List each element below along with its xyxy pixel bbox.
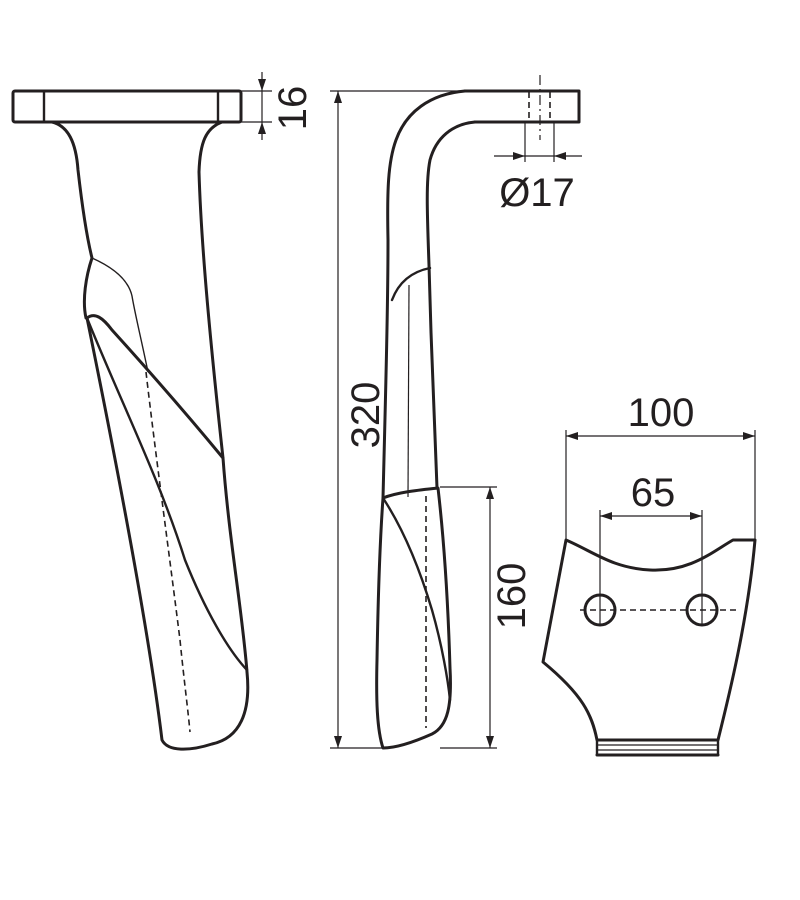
side-shank-inner-line xyxy=(407,284,410,498)
dim-160-label: 160 xyxy=(490,563,534,630)
dim-16-arrow-bottom xyxy=(258,122,266,134)
dim-blade-height: 160 xyxy=(440,486,534,749)
front-blade-outline xyxy=(85,314,250,751)
front-hidden-line xyxy=(145,371,191,733)
dim-flange-thickness: 16 xyxy=(241,72,315,140)
front-flange-plate xyxy=(11,89,243,124)
dim-100-arrow-left xyxy=(566,432,578,440)
front-twist-line xyxy=(91,257,149,373)
dim-320-arrow-bottom xyxy=(334,736,342,748)
side-shank-taper xyxy=(390,266,432,302)
dim-17-arrow-left xyxy=(513,152,525,160)
front-shank-right-edge xyxy=(197,120,225,460)
side-flange-block xyxy=(463,89,581,124)
dim-17-label: Ø17 xyxy=(499,171,575,215)
dim-total-height: 320 xyxy=(330,90,465,749)
detail-blade-outline xyxy=(541,538,757,742)
side-shank-outer-edge xyxy=(381,89,467,500)
side-view xyxy=(375,75,581,750)
dim-17-arrow-right xyxy=(554,152,566,160)
side-blade-outline xyxy=(375,486,452,750)
dim-flange-width: 100 xyxy=(565,391,756,540)
front-shank-left-edge xyxy=(50,120,94,320)
dim-hole-diameter: Ø17 xyxy=(494,122,582,215)
dim-320-arrow-top xyxy=(334,91,342,103)
dim-100-arrow-right xyxy=(743,432,755,440)
dim-65-label: 65 xyxy=(631,471,676,515)
front-blade-face-edge xyxy=(85,316,249,672)
front-view xyxy=(11,89,250,751)
blade-detail-view xyxy=(541,538,757,757)
side-shank-inner-edge xyxy=(425,120,477,490)
side-blade-curve xyxy=(381,496,452,702)
dim-100-label: 100 xyxy=(628,391,695,435)
dim-160-arrow-top xyxy=(486,487,494,499)
dim-16-arrow-top xyxy=(258,79,266,91)
dim-65-arrow-left xyxy=(600,512,612,520)
dim-65-arrow-right xyxy=(690,512,702,520)
dim-hole-spacing: 65 xyxy=(599,471,703,626)
dim-16-label: 16 xyxy=(271,86,315,131)
dim-160-arrow-bottom xyxy=(486,736,494,748)
dim-320-label: 320 xyxy=(344,382,388,449)
